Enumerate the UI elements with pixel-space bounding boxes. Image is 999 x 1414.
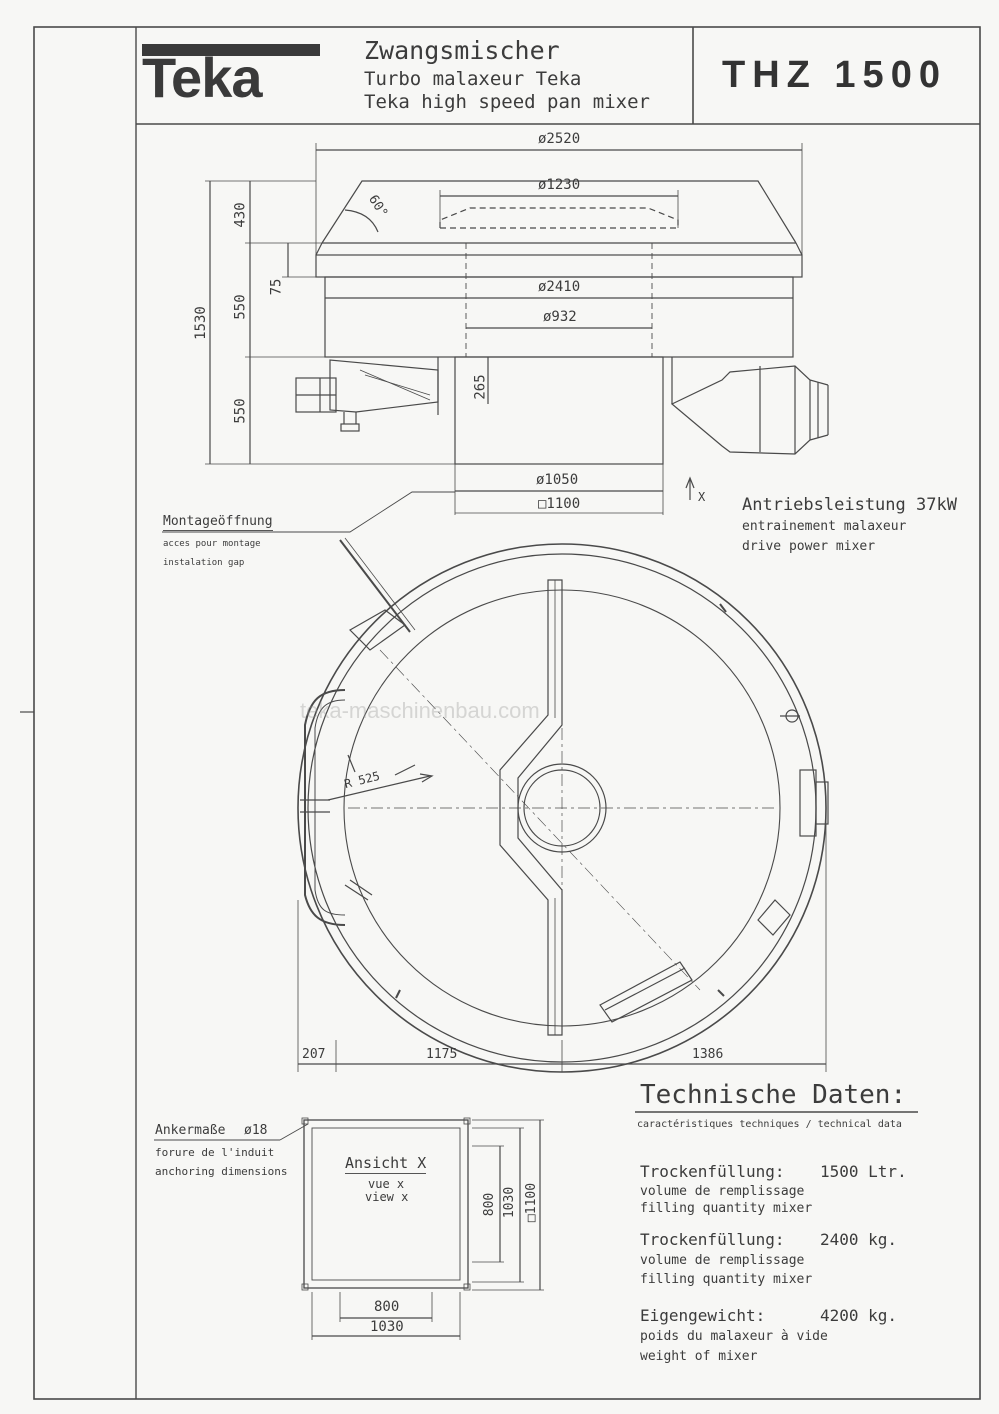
dim-pan-diameter: ø2410 <box>538 279 581 295</box>
dim-base-square: □1100 <box>538 496 581 512</box>
data-row-2-french: volume de remplissage <box>640 1253 805 1268</box>
drive-power-german: Antriebsleistung 37kW <box>742 495 957 515</box>
title-french: Turbo malaxeur Teka <box>364 68 582 90</box>
drive-power-french: entrainement malaxeur <box>742 519 907 534</box>
outer-frame <box>33 26 981 1400</box>
watermark: teka-maschinenbau.com <box>300 698 540 723</box>
technical-data-heading: Technische Daten: <box>640 1080 907 1110</box>
logo-bar <box>142 44 320 56</box>
dim-lid-diameter: ø1230 <box>538 177 581 193</box>
dim-1175: 1175 <box>426 1047 458 1062</box>
dim-inner-diameter: ø932 <box>543 309 577 325</box>
dim-height-550-top: 550 <box>232 294 249 320</box>
data-row-3-value: 4200 kg. <box>820 1306 898 1325</box>
view-marker-x: X <box>698 490 706 504</box>
side-view <box>162 143 829 533</box>
data-row-3-english: weight of mixer <box>640 1349 758 1364</box>
anchor-label-english: anchoring dimensions <box>155 1165 288 1178</box>
anchor-dim-800-horizontal: 800 <box>374 1299 400 1315</box>
title-english: Teka high speed pan mixer <box>364 91 650 113</box>
dim-1386: 1386 <box>692 1047 724 1062</box>
anchor-dim-1030-vertical: 1030 <box>502 1186 518 1219</box>
dim-total-height: 1530 <box>192 306 209 340</box>
view-x-english: view x <box>365 1190 409 1204</box>
data-row-2-english: filling quantity mixer <box>640 1272 813 1287</box>
view-x-french: vue x <box>368 1177 405 1191</box>
anchor-plate <box>154 1117 544 1340</box>
anchor-diameter: ø18 <box>244 1123 268 1138</box>
montage-label-german: Montageöffnung <box>163 514 273 531</box>
title-german: Zwangsmischer <box>364 36 560 65</box>
dim-207: 207 <box>302 1047 326 1062</box>
data-row-1-label: Trockenfüllung: <box>640 1162 785 1181</box>
view-x-title: Ansicht X <box>345 1154 427 1174</box>
dim-height-550-bottom: 550 <box>232 398 249 424</box>
data-row-1-french: volume de remplissage <box>640 1184 805 1199</box>
data-row-1-english: filling quantity mixer <box>640 1201 813 1216</box>
data-row-3-french: poids du malaxeur à vide <box>640 1329 828 1344</box>
dim-base-diameter: ø1050 <box>536 472 579 488</box>
model-number: THZ 1500 <box>722 54 947 96</box>
anchor-dim-1030-horizontal: 1030 <box>370 1319 404 1335</box>
data-row-3-label: Eigengewicht: <box>640 1306 766 1325</box>
dim-height-265: 265 <box>472 374 489 400</box>
drive-power-english: drive power mixer <box>742 539 876 554</box>
montage-label-english: instalation gap <box>163 558 245 568</box>
dim-height-75: 75 <box>268 278 285 296</box>
data-row-2-value: 2400 kg. <box>820 1230 898 1249</box>
anchor-dim-1100-vertical: □1100 <box>524 1182 540 1223</box>
dim-height-430: 430 <box>232 202 249 228</box>
anchor-label-german: Ankermaße <box>155 1123 226 1138</box>
data-row-1-value: 1500 Ltr. <box>820 1162 907 1181</box>
technical-data-subheading: caractéristiques techniques / technical … <box>637 1119 902 1130</box>
anchor-dim-800-vertical: 800 <box>482 1192 498 1217</box>
teka-logo: Teka <box>142 46 262 109</box>
data-row-2-label: Trockenfüllung: <box>640 1230 785 1249</box>
anchor-label-french: forure de l'induit <box>155 1146 275 1159</box>
montage-label-french: acces pour montage <box>163 539 261 549</box>
dim-outer-diameter: ø2520 <box>538 131 581 147</box>
plan-view <box>297 537 829 1073</box>
